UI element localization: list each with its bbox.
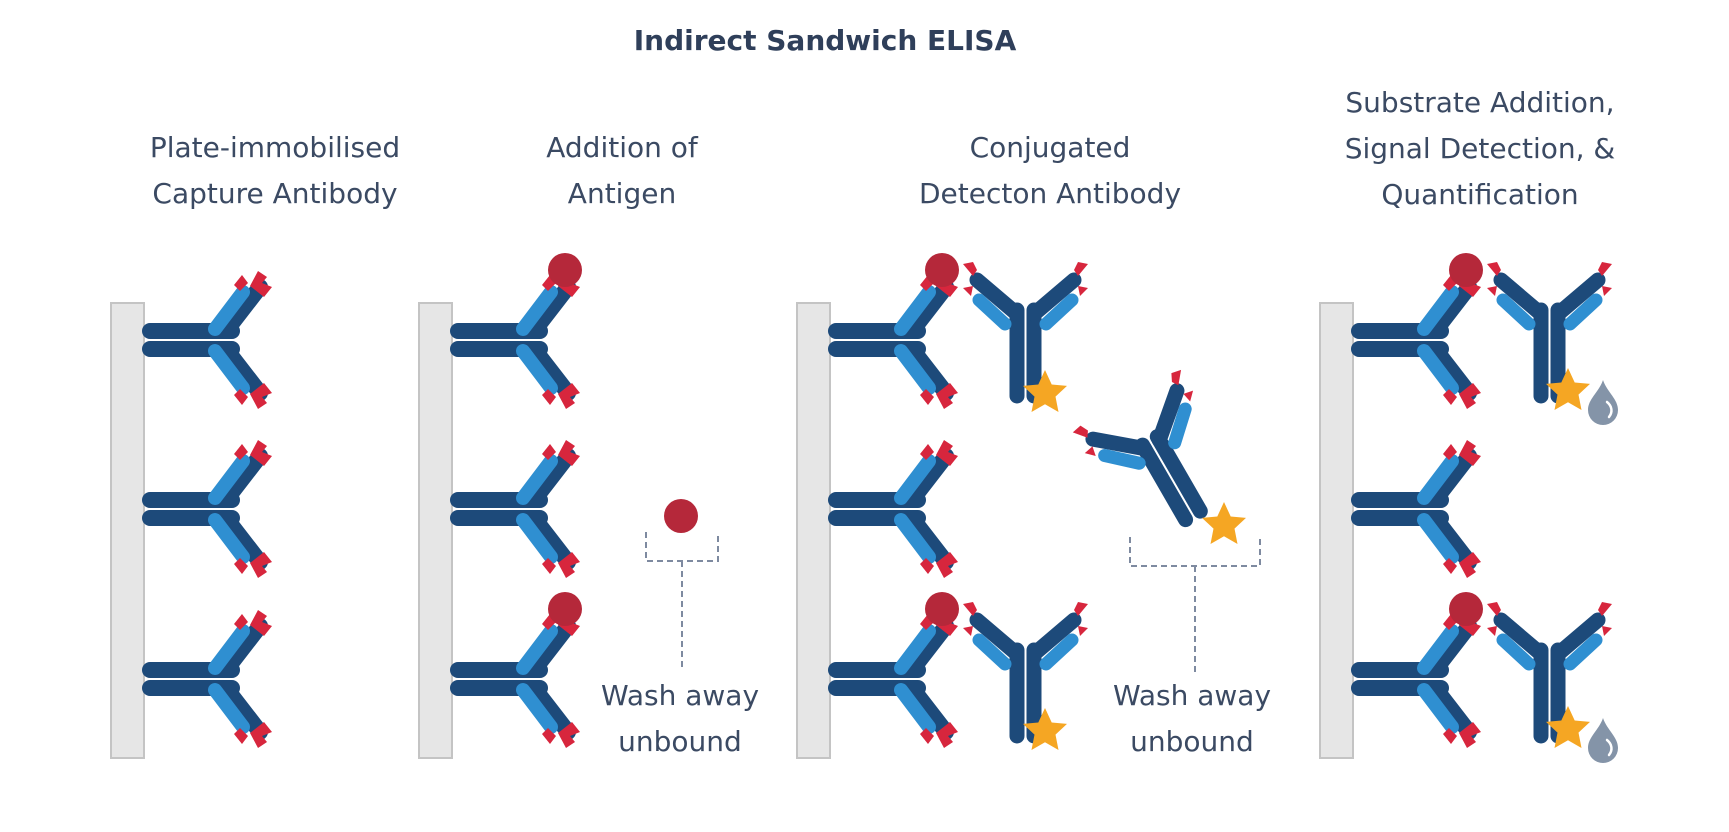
capture-antibody — [458, 610, 580, 748]
panel-4-title: Substrate Addition, Signal Detection, & … — [1315, 80, 1645, 218]
plate-2 — [418, 302, 453, 759]
panel-1-title: Plate-immobilised Capture Antibody — [105, 125, 445, 217]
panel-4-title-line-1: Substrate Addition, — [1345, 86, 1615, 119]
bound-antigen — [548, 592, 582, 626]
wash-label-1-line-1: Wash away — [600, 679, 760, 712]
enzyme-star — [1202, 502, 1246, 544]
wash-label-2: Wash away unbound — [1072, 673, 1312, 765]
plate-4 — [1319, 302, 1354, 759]
bound-antigen — [925, 592, 959, 626]
capture-antibody — [150, 610, 272, 748]
panel-4-title-line-3: Quantification — [1381, 178, 1579, 211]
panel-3-title-line-1: Conjugated — [969, 131, 1131, 164]
free-antigen — [664, 499, 698, 533]
panel-4-title-line-2: Signal Detection, & — [1344, 132, 1616, 165]
panel-3-title: Conjugated Detecton Antibody — [880, 125, 1220, 217]
signal-drop-icon — [1586, 716, 1620, 765]
wash-label-1: Wash away unbound — [560, 673, 800, 765]
signal-drop-icon — [1586, 378, 1620, 427]
detection-antibody — [963, 602, 1088, 736]
capture-antibody — [836, 440, 958, 578]
panel-2-title-line-1: Addition of — [546, 131, 698, 164]
detection-antibody — [1487, 262, 1612, 396]
bound-antigen — [1449, 592, 1483, 626]
panel-2-title: Addition of Antigen — [452, 125, 792, 217]
panel-3-title-line-2: Detecton Antibody — [918, 177, 1182, 210]
panel-2-title-line-2: Antigen — [567, 177, 677, 210]
wash-label-1-line-2: unbound — [618, 725, 742, 758]
panel-1-title-line-2: Capture Antibody — [152, 177, 398, 210]
capture-antibody — [458, 271, 580, 409]
capture-antibody — [836, 271, 958, 409]
wash-bracket-1 — [645, 532, 719, 668]
plate-1 — [110, 302, 145, 759]
wash-label-2-line-1: Wash away — [1112, 679, 1272, 712]
capture-antibody — [150, 440, 272, 578]
capture-antibody — [1359, 610, 1481, 748]
wash-label-2-line-2: unbound — [1130, 725, 1254, 758]
capture-antibody — [458, 440, 580, 578]
detection-antibody — [963, 262, 1088, 396]
wash-bracket-2 — [1129, 537, 1261, 672]
capture-antibody — [1359, 440, 1481, 578]
bound-antigen — [1449, 253, 1483, 287]
plate-3 — [796, 302, 831, 759]
diagram-title: Indirect Sandwich ELISA — [633, 24, 1017, 57]
capture-antibody — [1359, 271, 1481, 409]
capture-antibody — [150, 271, 272, 409]
detection-antibody — [1487, 602, 1612, 736]
bound-antigen — [925, 253, 959, 287]
bound-antigen — [548, 253, 582, 287]
capture-antibody — [836, 610, 958, 748]
panel-1-title-line-1: Plate-immobilised — [149, 131, 401, 164]
